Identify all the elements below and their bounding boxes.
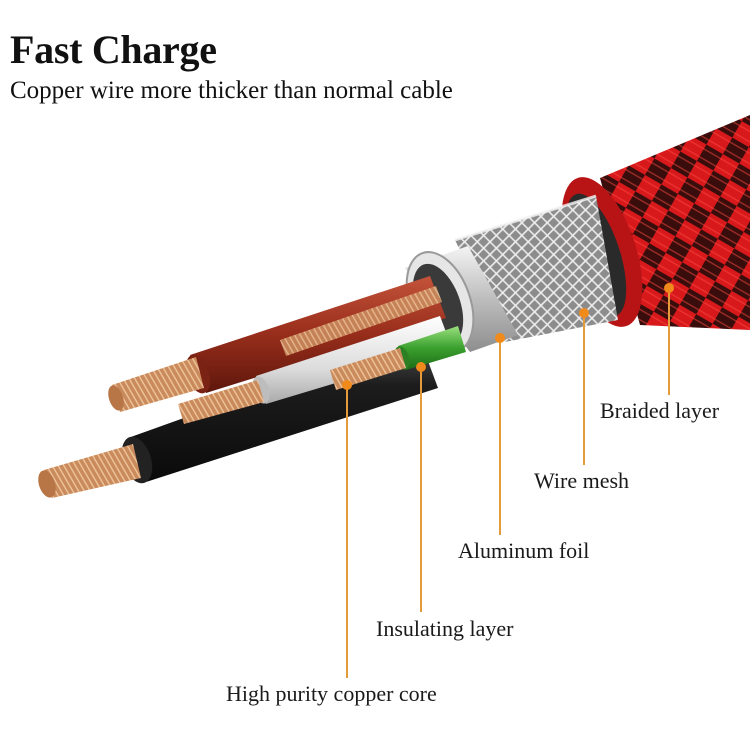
callout-dots <box>342 283 674 390</box>
label-copper-core: High purity copper core <box>226 681 437 706</box>
label-aluminum-foil: Aluminum foil <box>458 538 590 563</box>
callout-dot-insul <box>416 362 426 372</box>
label-braided-layer: Braided layer <box>600 398 720 423</box>
callout-dot-foil <box>495 333 505 343</box>
copper-strands-inner <box>280 286 442 356</box>
callout-dot-mesh <box>579 308 589 318</box>
green-wire <box>330 326 466 390</box>
callout-dot-braided <box>664 283 674 293</box>
page-subtitle: Copper wire more thicker than normal cab… <box>10 77 453 104</box>
callout-lines <box>346 288 670 678</box>
label-wire-mesh: Wire mesh <box>534 468 630 493</box>
label-insulating-layer: Insulating layer <box>376 616 514 641</box>
page-title: Fast Charge <box>10 27 217 72</box>
white-wire <box>178 316 452 424</box>
callout-dot-copper <box>342 380 352 390</box>
